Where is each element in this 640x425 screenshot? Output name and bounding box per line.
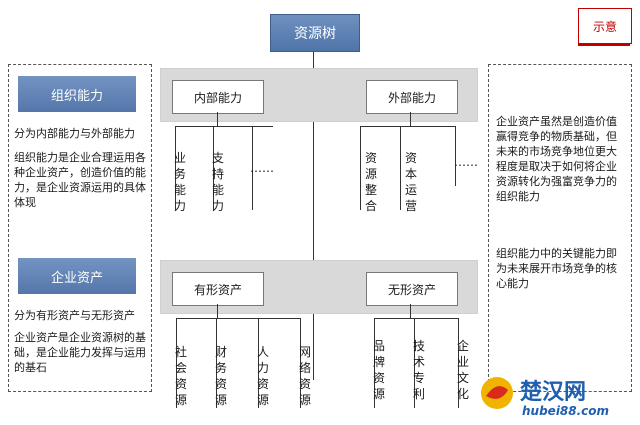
leaf-human-resources: 人力资源 <box>256 345 269 407</box>
leaf-social-resources: 社会资源 <box>174 345 187 407</box>
right-panel <box>488 64 632 392</box>
tag-underline <box>578 44 630 46</box>
leaf-line <box>360 126 361 210</box>
leaf-brand-resources: 品牌资源 <box>372 339 385 401</box>
lower-right-stem <box>410 304 411 318</box>
leaf-line <box>213 126 214 210</box>
watermark-brand: 楚汉网 <box>520 380 587 405</box>
trunk-line <box>313 50 314 380</box>
watermark-url: hubei88.com <box>522 404 610 418</box>
leaf-corporate-culture: 企业文化 <box>456 339 469 401</box>
leaf-support-capability: 支持能力 <box>211 151 224 213</box>
lower-right-bus <box>374 318 458 319</box>
leaf-network-resources: 网络资源 <box>298 345 311 407</box>
leaf-ellipsis: …… <box>250 161 274 175</box>
leaf-ellipsis: …… <box>454 155 478 169</box>
lower-left-stem <box>217 304 218 318</box>
org-capability-body: 组织能力是企业合理运用各种企业资产，创造价值的能力，是企业资源运用的具体体现 <box>14 151 146 209</box>
org-capability-heading: 组织能力 <box>18 76 136 112</box>
leaf-resource-integration: 资源整合 <box>364 151 377 213</box>
leaf-business-capability: 业务能力 <box>173 151 186 213</box>
left-panel <box>8 64 152 392</box>
leaf-line <box>458 318 459 408</box>
leaf-financial-resources: 财务资源 <box>214 345 227 407</box>
leaf-line <box>374 318 375 408</box>
leaf-line <box>252 126 253 210</box>
leaf-line <box>414 318 415 408</box>
upper-right-bus <box>360 126 455 127</box>
illustration-tag: 示意 <box>578 8 632 44</box>
tangible-assets-node: 有形资产 <box>172 272 264 306</box>
upper-left-stem <box>217 112 218 126</box>
enterprise-assets-heading: 企业资产 <box>18 258 136 294</box>
right-panel-paragraph-2: 组织能力中的关键能力即为未来展开市场竞争的核心能力 <box>496 247 617 290</box>
internal-capability-node: 内部能力 <box>172 80 264 114</box>
leaf-line <box>455 126 456 186</box>
upper-right-stem <box>410 112 411 126</box>
leaf-technology-patents: 技术专利 <box>412 339 425 401</box>
right-panel-paragraph-1: 企业资产虽然是创造价值赢得竞争的物质基础，但未来的市场竞争地位更大程度是取决于如… <box>496 115 617 203</box>
leaf-line <box>258 318 259 408</box>
leaf-line <box>300 318 301 408</box>
leaf-line <box>176 318 177 408</box>
lower-left-bus <box>176 318 300 319</box>
leaf-line <box>216 318 217 408</box>
enterprise-assets-body: 企业资产是企业资源树的基础，是企业能力发挥与运用的基石 <box>14 331 146 374</box>
leaf-line <box>400 126 401 210</box>
root-node: 资源树 <box>270 14 360 52</box>
intangible-assets-node: 无形资产 <box>366 272 458 306</box>
leaf-line <box>175 126 176 210</box>
upper-left-bus <box>175 126 273 127</box>
leaf-capital-operation: 资本运营 <box>404 151 417 213</box>
external-capability-node: 外部能力 <box>366 80 458 114</box>
enterprise-assets-subtitle: 分为有形资产与无形资产 <box>14 309 135 322</box>
org-capability-subtitle: 分为内部能力与外部能力 <box>14 127 135 140</box>
watermark-logo-icon <box>481 377 513 409</box>
